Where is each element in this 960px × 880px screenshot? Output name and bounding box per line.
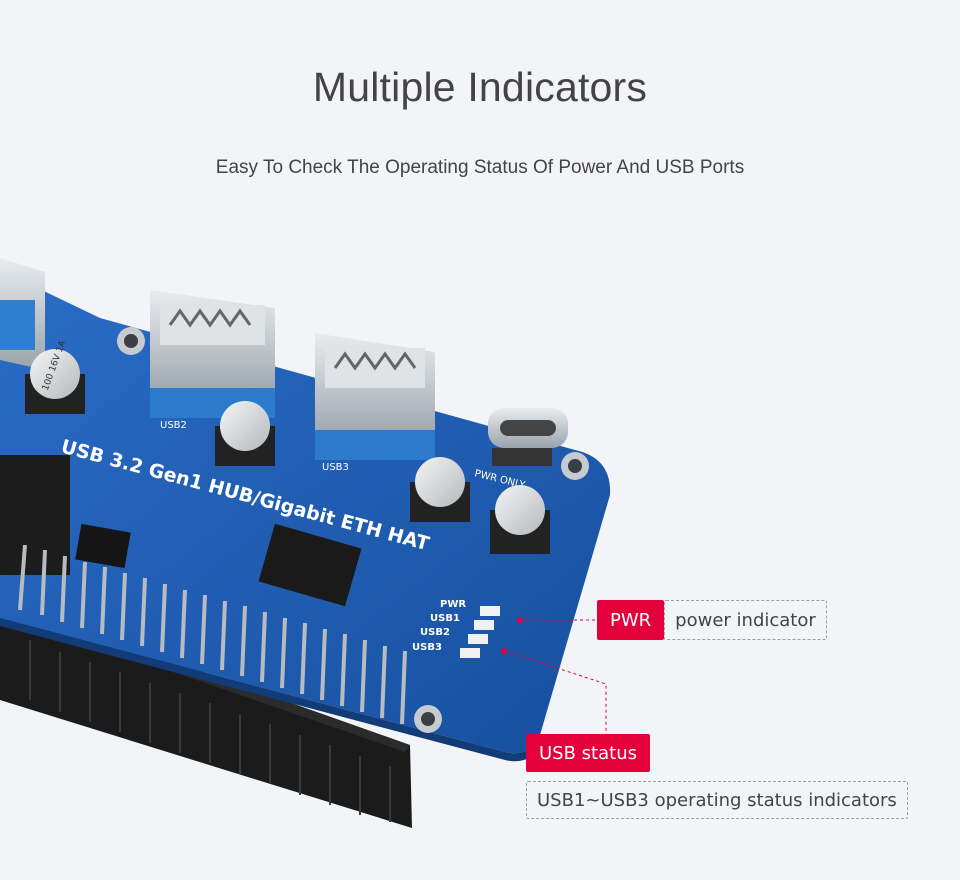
svg-text:PWR: PWR	[440, 599, 466, 610]
gpio-pins	[18, 544, 407, 725]
pwr-desc: power indicator	[664, 600, 827, 640]
usb-status-desc-callout: USB1~USB3 operating status indicators	[526, 781, 908, 819]
usb-status-desc: USB1~USB3 operating status indicators	[526, 781, 908, 819]
chip-eth	[258, 523, 362, 607]
pwr-tag: PWR	[597, 600, 665, 640]
header-block	[0, 600, 412, 828]
svg-text:USB1: USB1	[430, 613, 460, 624]
page-title: Multiple Indicators	[312, 64, 648, 110]
mount-holes	[117, 327, 589, 733]
leds	[460, 606, 500, 658]
svg-text:USB3: USB3	[412, 642, 442, 653]
svg-text:USB2: USB2	[420, 627, 450, 638]
svg-text:USB3: USB3	[322, 462, 349, 473]
led-labels: PWR USB1 USB2 USB3	[412, 599, 466, 653]
chip-small	[75, 523, 131, 569]
leader-lines	[504, 619, 607, 734]
header-slots	[29, 640, 391, 822]
board-photo: USB2 USB3 PWR ONLY 100 16V 1A USB 3.2 Ge…	[0, 258, 611, 828]
svg-text:USB2: USB2	[160, 420, 187, 431]
usb-status-tag: USB status	[526, 734, 650, 772]
page-subtitle: Easy To Check The Operating Status Of Po…	[215, 157, 745, 178]
usb-status-callout: USB status	[526, 734, 650, 772]
pwr-callout: PWR power indicator	[597, 600, 827, 640]
chip-large	[0, 455, 70, 575]
usb3-port: USB3	[315, 333, 435, 473]
